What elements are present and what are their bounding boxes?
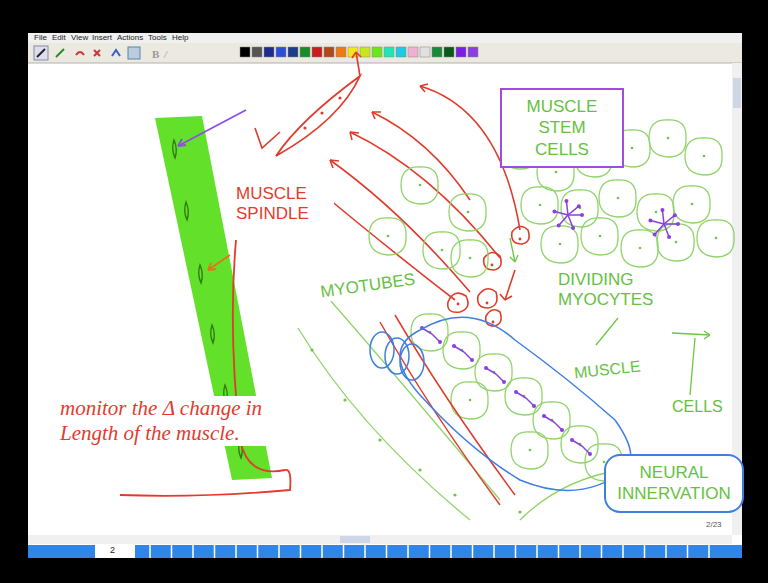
svg-text:B: B	[152, 48, 160, 60]
page-number: 2/23	[706, 520, 722, 530]
handwritten-label: DIVIDING MYOCYTES	[556, 270, 672, 311]
label-text: CELLS	[672, 398, 723, 415]
menu-item: Actions	[117, 33, 143, 43]
label-text: MUSCLE SPINDLE	[236, 184, 309, 223]
label-text: Actions	[117, 33, 143, 42]
label-text: File	[34, 33, 47, 42]
handwritten-label: MUSCLE SPINDLE	[234, 184, 334, 225]
label-text: Insert	[92, 33, 112, 42]
label-text: DIVIDING MYOCYTES	[558, 270, 653, 309]
rounded-box: NEURAL INNERVATION	[604, 454, 744, 513]
box-label: NEURAL INNERVATION	[616, 462, 732, 505]
menu-item: Insert	[92, 33, 112, 43]
label-text: Tools	[148, 33, 167, 42]
handwritten-label: CELLS	[670, 397, 725, 416]
label-text: 2/23	[706, 520, 722, 529]
menu-item: Edit	[52, 33, 66, 43]
menu-item: Tools	[148, 33, 167, 43]
label-text: Edit	[52, 33, 66, 42]
label-text: 2	[110, 545, 115, 555]
titled-box: MUSCLE STEM CELLS	[500, 88, 624, 168]
menu-item: Help	[172, 33, 188, 43]
handwritten-label: monitor the Δ change in Length of the mu…	[58, 396, 284, 446]
label-text: View	[71, 33, 88, 42]
label-text: Help	[172, 33, 188, 42]
label-text: monitor the Δ change in Length of the mu…	[60, 396, 262, 445]
tab-number: 2	[110, 545, 115, 556]
menu-item: File	[34, 33, 47, 43]
svg-text:/: /	[163, 48, 168, 60]
menu-item: View	[71, 33, 88, 43]
box-label: MUSCLE STEM CELLS	[510, 96, 614, 160]
